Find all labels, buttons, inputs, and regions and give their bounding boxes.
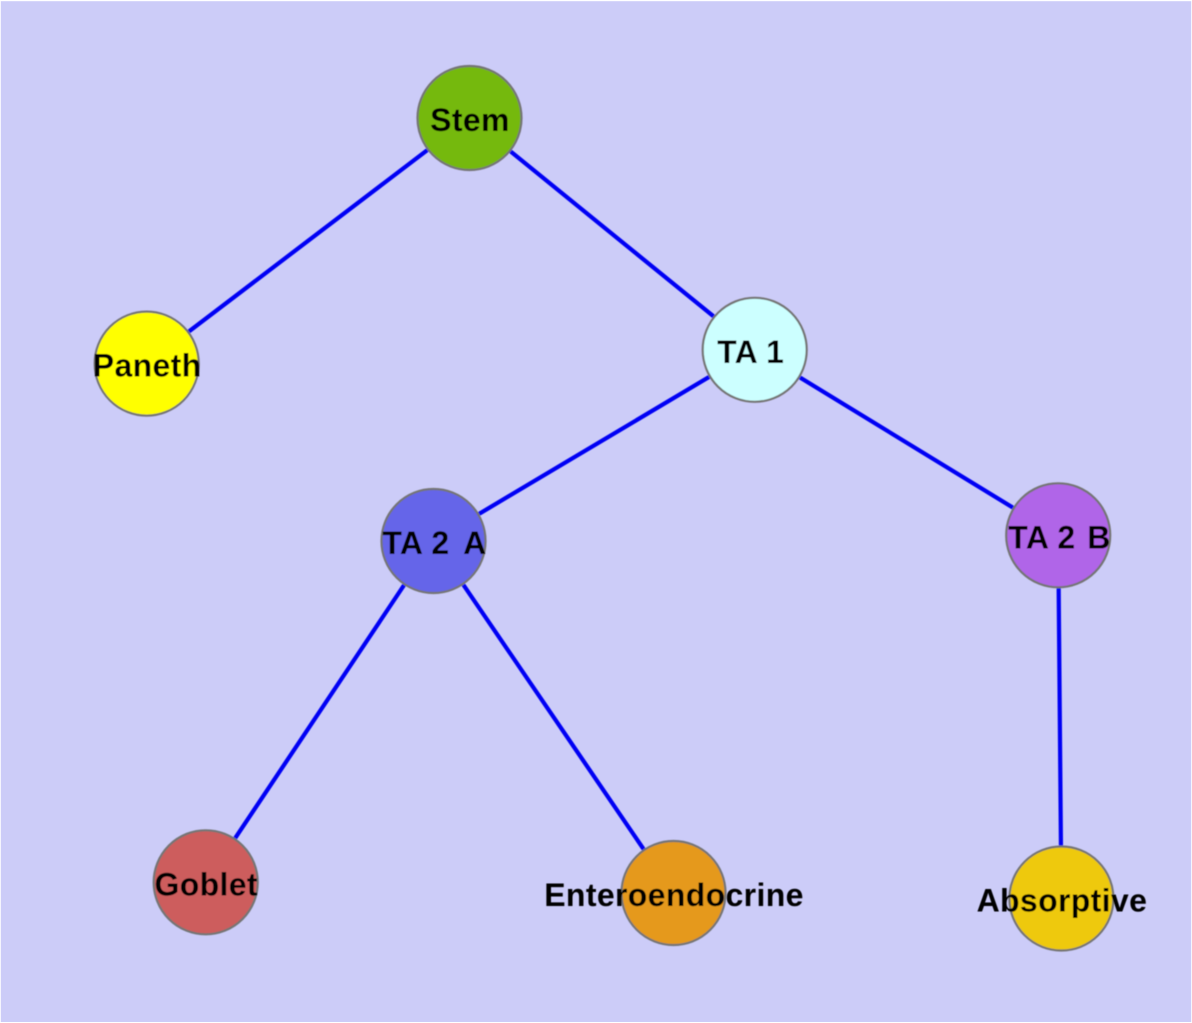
svg-text:Goblet: Goblet [154, 866, 257, 902]
svg-text:TA 2 A: TA 2 A [382, 525, 486, 561]
svg-text:Absorptive: Absorptive [977, 883, 1148, 919]
svg-text:TA 2 B: TA 2 B [1008, 519, 1110, 555]
svg-text:TA 1: TA 1 [717, 334, 784, 370]
svg-text:Paneth: Paneth [93, 348, 202, 384]
svg-text:Stem: Stem [430, 102, 510, 138]
svg-text:Enteroendocrine: Enteroendocrine [544, 877, 804, 913]
